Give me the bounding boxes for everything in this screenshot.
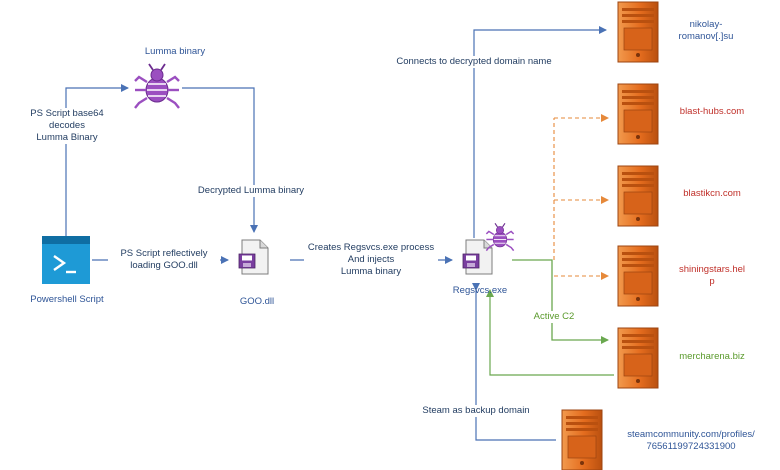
active-c2-label: Active C2 xyxy=(528,311,580,323)
domain-shiningstars: shiningstars.hel p xyxy=(664,264,760,288)
server-icon xyxy=(617,165,659,227)
server-icon xyxy=(617,1,659,63)
edge-regsvcs-to-nikolay xyxy=(473,26,607,238)
decrypted-lumma-label: Decrypted Lumma binary xyxy=(192,185,310,197)
server-icon xyxy=(617,245,659,307)
edge-active-c2 xyxy=(512,259,609,344)
reflective-line1: PS Script reflectively xyxy=(120,248,208,259)
creates-line1: Creates Regsvcs.exe process xyxy=(307,242,435,253)
server-icon xyxy=(561,409,603,470)
domain-nikolay-line2: romanov[.]su xyxy=(678,31,734,42)
goo-dll-label: GOO.dll xyxy=(239,296,275,307)
domain-nikolay: nikolay- romanov[.]su xyxy=(666,19,746,43)
reflective-line2: loading GOO.dll xyxy=(130,260,198,271)
connects-label: Connects to decrypted domain name xyxy=(390,56,558,68)
ps-decodes-label: PS Script base64 decodes Lumma Binary xyxy=(22,108,112,144)
reflective-label: PS Script reflectively loading GOO.dll xyxy=(108,248,220,272)
domain-nikolay-line1: nikolay- xyxy=(689,19,723,30)
edge-steam-to-regsvcs xyxy=(472,283,556,441)
edge-lumma-to-goo xyxy=(182,87,258,233)
powershell-script-label: Powershell Script xyxy=(30,294,104,305)
domain-blastikcn: blastikcn.com xyxy=(683,188,741,199)
ps-decodes-line3: Lumma Binary xyxy=(36,132,98,143)
lumma-binary-label: Lumma binary xyxy=(144,46,206,57)
edge-c2-bus xyxy=(512,118,555,261)
domain-steam-line2: 76561199724331900 xyxy=(646,441,736,452)
ps-decodes-line2: decodes xyxy=(49,120,85,131)
steam-backup-label: Steam as backup domain xyxy=(414,405,538,417)
regsvcs-file-icon xyxy=(462,239,493,275)
edge-mercharena-to-regsvcs xyxy=(486,289,614,376)
server-icon xyxy=(617,83,659,145)
creates-line2: And injects xyxy=(347,254,395,265)
dll-file-icon xyxy=(238,239,269,275)
bug-icon xyxy=(485,222,515,252)
bug-icon xyxy=(133,62,181,110)
domain-blast-hubs: blast-hubs.com xyxy=(679,106,745,117)
powershell-icon xyxy=(42,236,90,284)
domain-steam-line1: steamcommunity.com/profiles/ xyxy=(627,429,755,440)
domain-mercharena: mercharena.biz xyxy=(679,351,745,362)
domain-shiningstars-line2: p xyxy=(709,276,715,287)
creates-regsvcs-label: Creates Regsvcs.exe process And injects … xyxy=(304,242,438,278)
ps-decodes-line1: PS Script base64 xyxy=(30,108,104,119)
domain-shiningstars-line1: shiningstars.hel xyxy=(678,264,745,275)
domain-steam: steamcommunity.com/profiles/ 76561199724… xyxy=(606,429,776,453)
server-icon xyxy=(617,327,659,389)
regsvcs-label: Regsvcs.exe xyxy=(452,285,508,296)
creates-line3: Lumma binary xyxy=(340,266,402,277)
edge-ps-to-lumma xyxy=(65,84,129,236)
